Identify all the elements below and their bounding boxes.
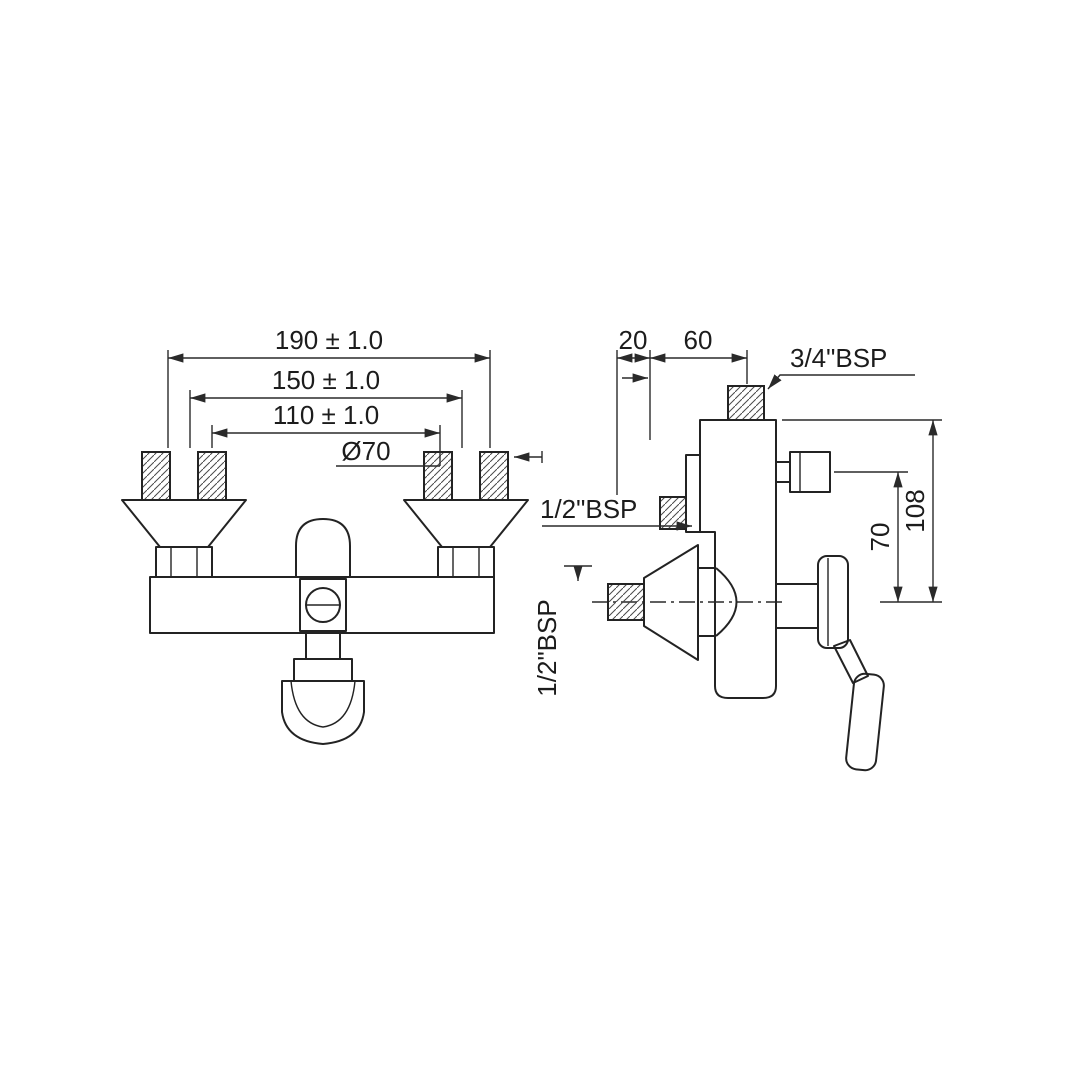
- inlet-bulge: [715, 567, 738, 637]
- bsp34-label: 3/4"BSP: [790, 343, 887, 373]
- bsp34-leader: [767, 374, 915, 390]
- bsp12-inlet-label: 1/2"BSP: [532, 599, 562, 696]
- side-dimensions: 20 60 3/4"BSP 1/2"BSP 70 108 1/2"BSP: [532, 325, 942, 697]
- diverter-screw: [305, 587, 341, 623]
- outlet-stud-side: [659, 496, 687, 530]
- bsp12-outlet-label: 1/2"BSP: [540, 494, 637, 524]
- spout: [281, 680, 365, 745]
- cartridge-dome: [295, 518, 351, 577]
- dim-108-label: 108: [900, 489, 930, 532]
- dim-60-label: 60: [684, 325, 713, 355]
- dim-110-label: 110 ± 1.0: [273, 400, 379, 430]
- diverter-housing: [299, 578, 347, 632]
- handle-base: [817, 555, 849, 649]
- dim-dia70-label: Ø70: [341, 436, 390, 466]
- valve-body-profile: [699, 419, 777, 699]
- outlet-boss: [685, 454, 701, 533]
- outlet-stud-top: [727, 385, 765, 421]
- inlet-stud: [607, 583, 645, 621]
- stud-left-inner: [197, 451, 227, 501]
- dim-190-label: 190 ± 1.0: [275, 325, 383, 355]
- dim-150-label: 150 ± 1.0: [272, 365, 380, 395]
- dim-20-label: 20: [619, 325, 648, 355]
- stud-right-inner: [423, 451, 453, 501]
- diverter-knob: [789, 451, 831, 493]
- handle-lever: [833, 639, 869, 684]
- inlet-escutcheon-cone: [643, 544, 699, 661]
- handle-grip: [845, 672, 885, 772]
- stud-left-outer: [141, 451, 171, 501]
- stud-right-outer: [479, 451, 509, 501]
- spout-inner-arc: [290, 680, 356, 728]
- front-dimensions: 190 ± 1.0 150 ± 1.0 110 ± 1.0 Ø70: [167, 325, 543, 467]
- dim-70-label: 70: [865, 523, 895, 552]
- front-view: [121, 451, 529, 745]
